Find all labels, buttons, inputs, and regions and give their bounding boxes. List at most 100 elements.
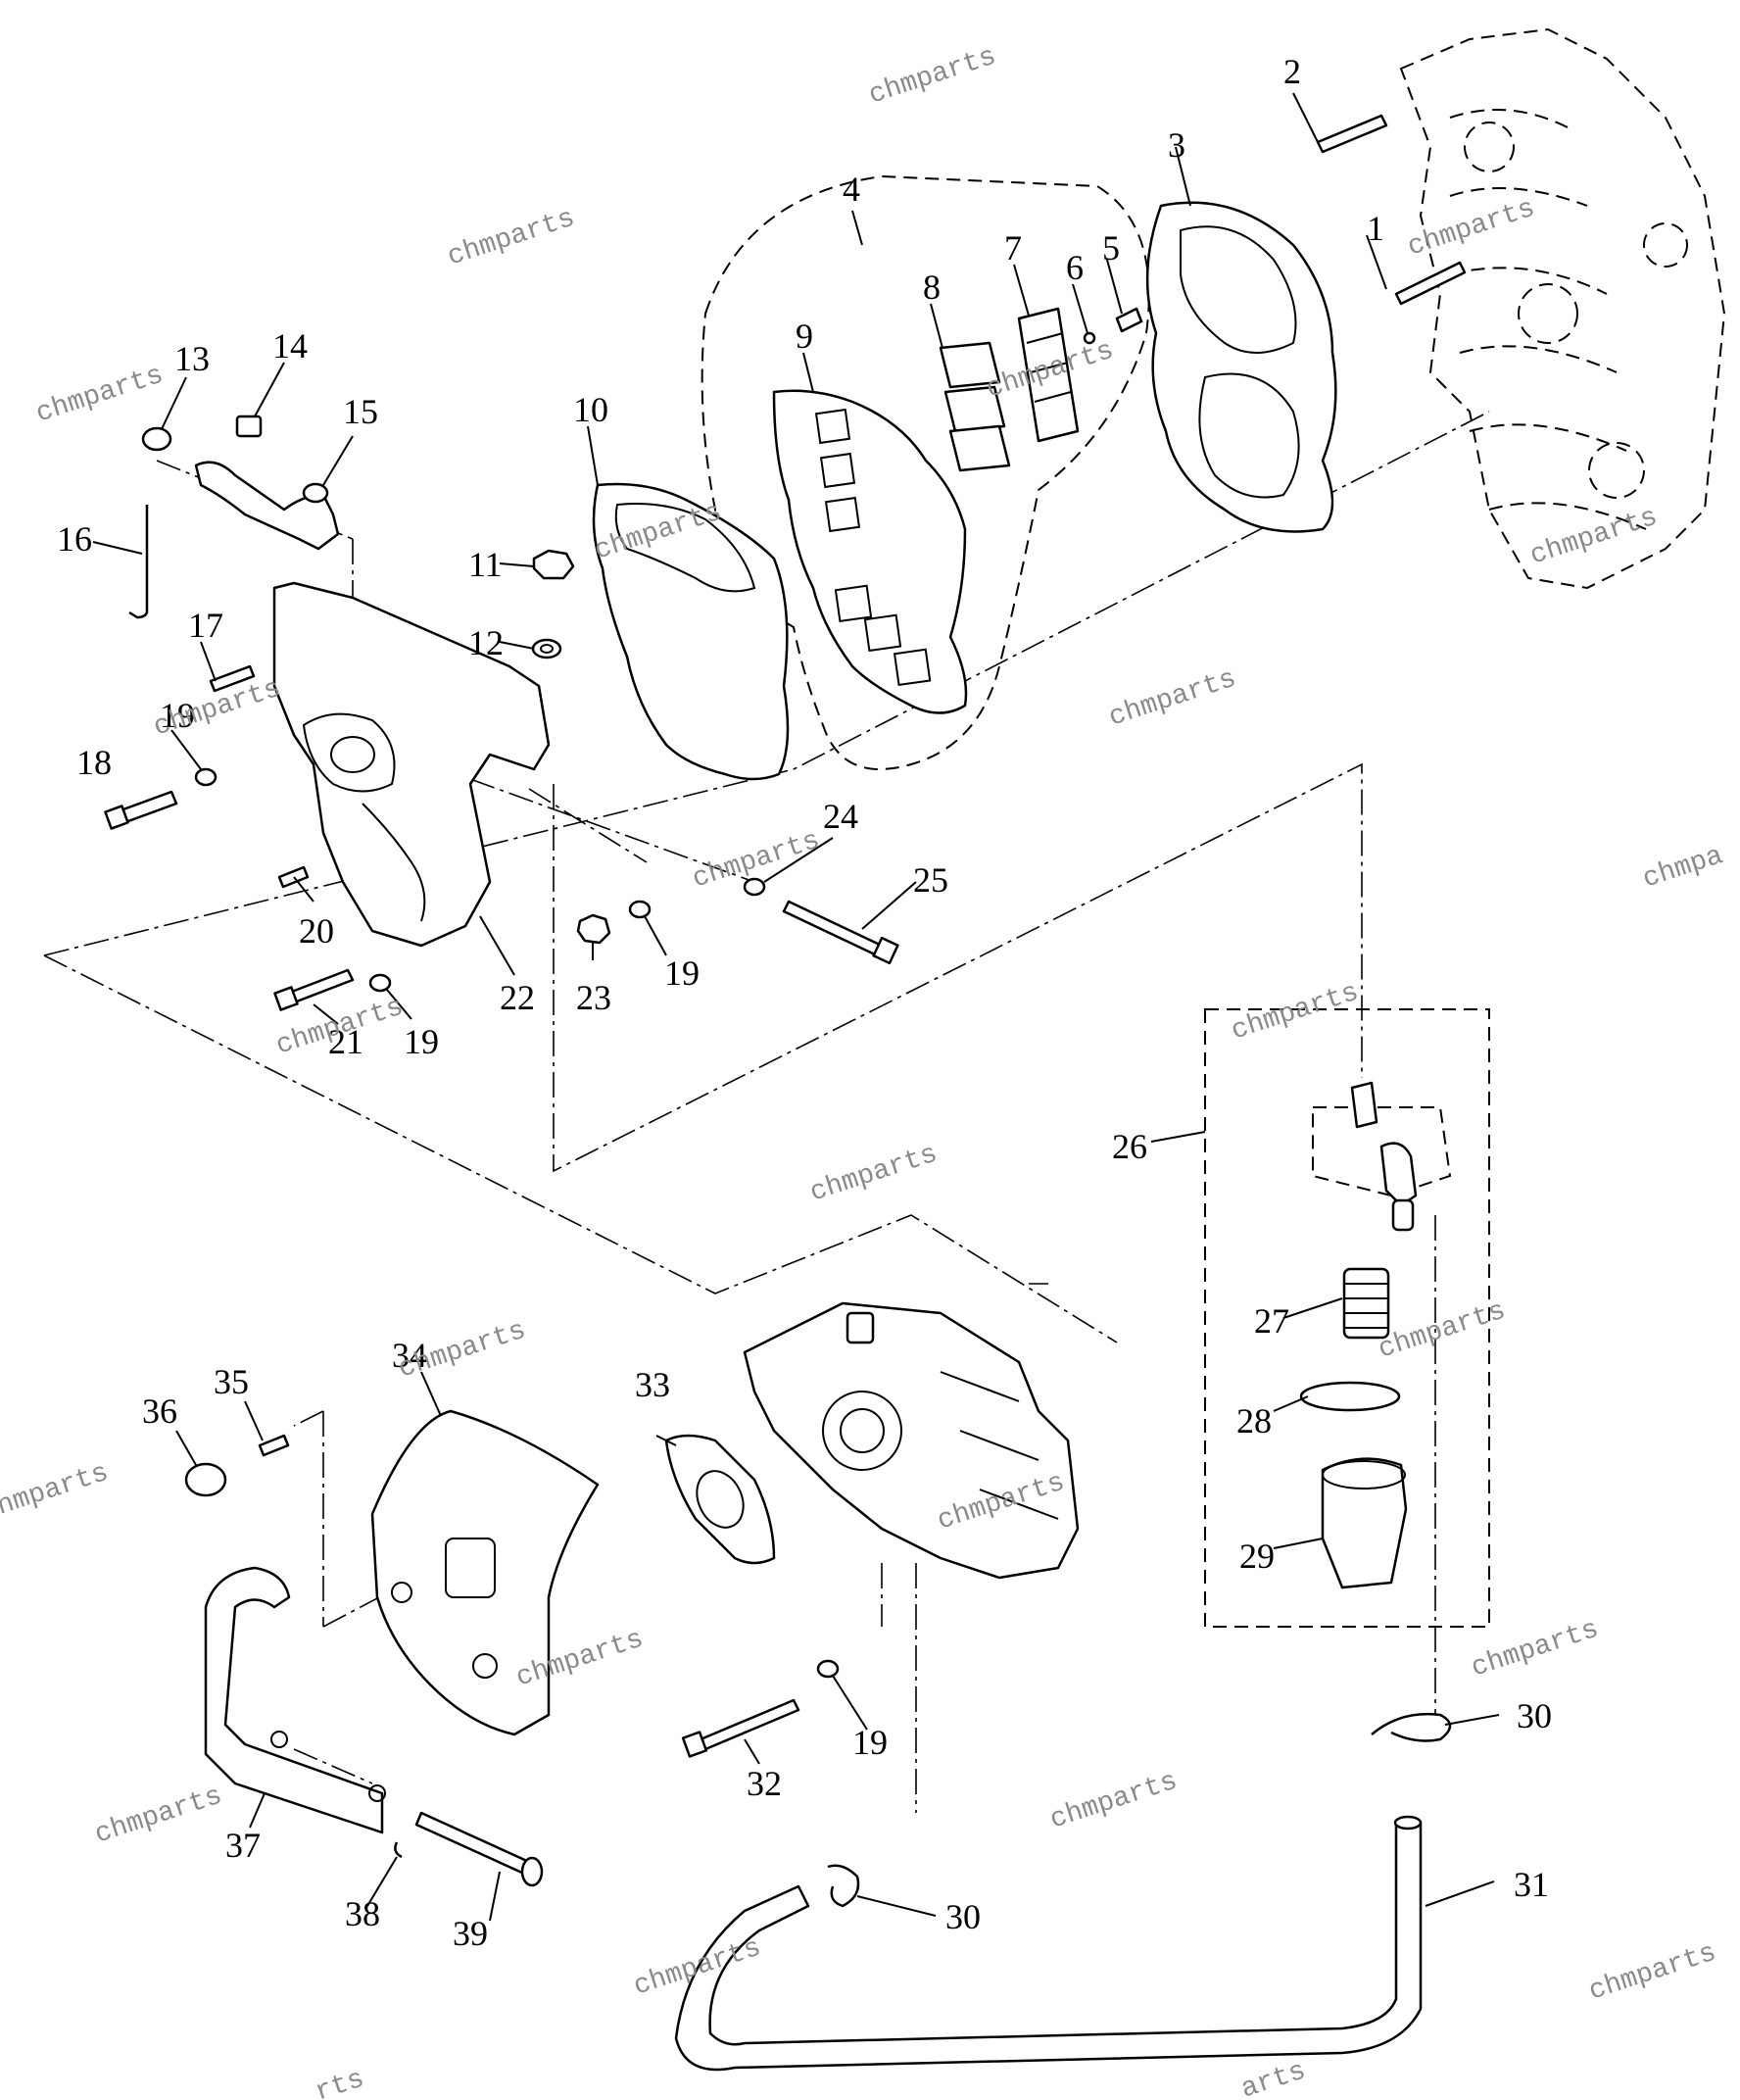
filter-element-27	[1342, 1267, 1390, 1340]
callout-18: 18	[76, 743, 112, 782]
callout-37: 37	[225, 1826, 261, 1865]
gasket-3	[1145, 201, 1337, 533]
watermark-partial: hmparts	[0, 1458, 113, 1523]
bolt-25	[782, 900, 899, 965]
watermark: chmparts	[1046, 1767, 1181, 1836]
watermark: chmparts	[395, 1316, 529, 1386]
leader-lines	[92, 92, 1500, 1922]
callout-7: 7	[1004, 228, 1022, 268]
pin-39	[414, 1811, 544, 1887]
callout-14: 14	[272, 326, 308, 366]
watermark: chmparts	[865, 42, 999, 112]
kit-26-boundary	[1204, 1008, 1490, 1628]
callout-19-a: 19	[160, 696, 195, 735]
callout-22: 22	[500, 978, 535, 1017]
callout-8: 8	[923, 268, 941, 307]
callout-25: 25	[913, 860, 948, 900]
bushing-13	[141, 426, 172, 452]
callout-13: 13	[174, 339, 210, 378]
watermark: chmparts	[1404, 194, 1538, 264]
intake-manifold-22	[272, 581, 551, 948]
callout-10: 10	[573, 390, 608, 429]
hose-clip-30-b	[827, 1864, 860, 1908]
bolt-21	[273, 968, 355, 1011]
cover-34	[370, 1409, 600, 1736]
callout-30-a: 30	[1517, 1696, 1552, 1735]
callout-24: 24	[823, 797, 858, 836]
callout-28: 28	[1236, 1401, 1272, 1441]
callout-21: 21	[328, 1022, 363, 1061]
callout-35: 35	[214, 1362, 249, 1401]
callout-30-b: 30	[945, 1897, 981, 1936]
carburetor	[743, 1301, 1080, 1580]
callout-4: 4	[843, 170, 860, 209]
plug-36	[184, 1462, 227, 1497]
gasket-10	[592, 482, 790, 781]
filter-bowl-29	[1321, 1457, 1408, 1589]
callout-12: 12	[468, 623, 504, 662]
callout-19-d: 19	[852, 1723, 888, 1762]
pin-16	[128, 505, 149, 619]
callout-19-b: 19	[404, 1022, 439, 1061]
bolt-32	[681, 1698, 800, 1758]
callout-31: 31	[1514, 1865, 1549, 1904]
reed-petals-8	[939, 341, 1011, 472]
cylinder-block	[1399, 27, 1726, 590]
callout-29: 29	[1239, 1537, 1275, 1576]
callout-26: 26	[1112, 1127, 1147, 1166]
reed-block-9	[772, 389, 968, 714]
screw-35	[258, 1434, 290, 1457]
callout-16: 16	[57, 519, 92, 559]
washer-19-b	[368, 973, 392, 993]
stud-1	[1394, 261, 1467, 306]
watermark-partial: rts	[312, 2064, 368, 2100]
stud-2	[1316, 114, 1388, 154]
callout-2: 2	[1283, 52, 1301, 91]
callout-33: 33	[635, 1365, 670, 1404]
callout-11: 11	[468, 545, 503, 584]
bolt-18	[104, 790, 178, 830]
bracket-37	[204, 1566, 386, 1834]
callout-19-c: 19	[664, 953, 700, 993]
o-ring-28	[1299, 1381, 1401, 1412]
callout-23: 23	[576, 978, 611, 1017]
watermark-partial: chmpa	[1639, 841, 1726, 895]
gasket-33	[664, 1434, 776, 1565]
watermark: chmparts	[1105, 664, 1239, 734]
callout-27: 27	[1254, 1301, 1289, 1341]
callout-20: 20	[299, 911, 334, 951]
watermark: chmparts	[806, 1140, 941, 1209]
lever-15	[194, 461, 340, 551]
washer-6	[1083, 331, 1096, 345]
watermark: chmparts	[444, 204, 578, 273]
e-clip-38	[394, 1841, 403, 1859]
watermark: chmparts	[32, 361, 167, 430]
watermark: chmparts	[1585, 1938, 1719, 2008]
callout-39: 39	[453, 1914, 488, 1953]
filter-head-26	[1312, 1081, 1452, 1232]
callout-36: 36	[142, 1392, 177, 1431]
callout-15: 15	[343, 392, 378, 431]
callout-9: 9	[796, 317, 813, 356]
callout-3: 3	[1168, 125, 1185, 165]
washer-19-c	[628, 900, 652, 919]
washer-19-a	[194, 767, 218, 787]
watermark-partial: arts	[1237, 2056, 1310, 2100]
callout-5: 5	[1102, 228, 1120, 268]
fuel-hose-31	[674, 1815, 1423, 2072]
nut-23	[576, 913, 611, 945]
reed-stop-7	[1017, 307, 1080, 443]
callout-6: 6	[1066, 248, 1084, 287]
watermark: chmparts	[1228, 978, 1362, 1048]
callout-32: 32	[747, 1764, 782, 1803]
hose-clip-30-a	[1371, 1713, 1452, 1742]
screw-20	[277, 865, 310, 889]
callout-1: 1	[1367, 209, 1384, 248]
screw-5	[1115, 307, 1143, 333]
fitting-14	[235, 415, 263, 438]
washer-19-d	[816, 1659, 840, 1679]
callout-34: 34	[392, 1336, 427, 1375]
watermark: chmparts	[1468, 1615, 1602, 1685]
washer-12	[531, 638, 562, 659]
callout-17: 17	[188, 606, 223, 645]
